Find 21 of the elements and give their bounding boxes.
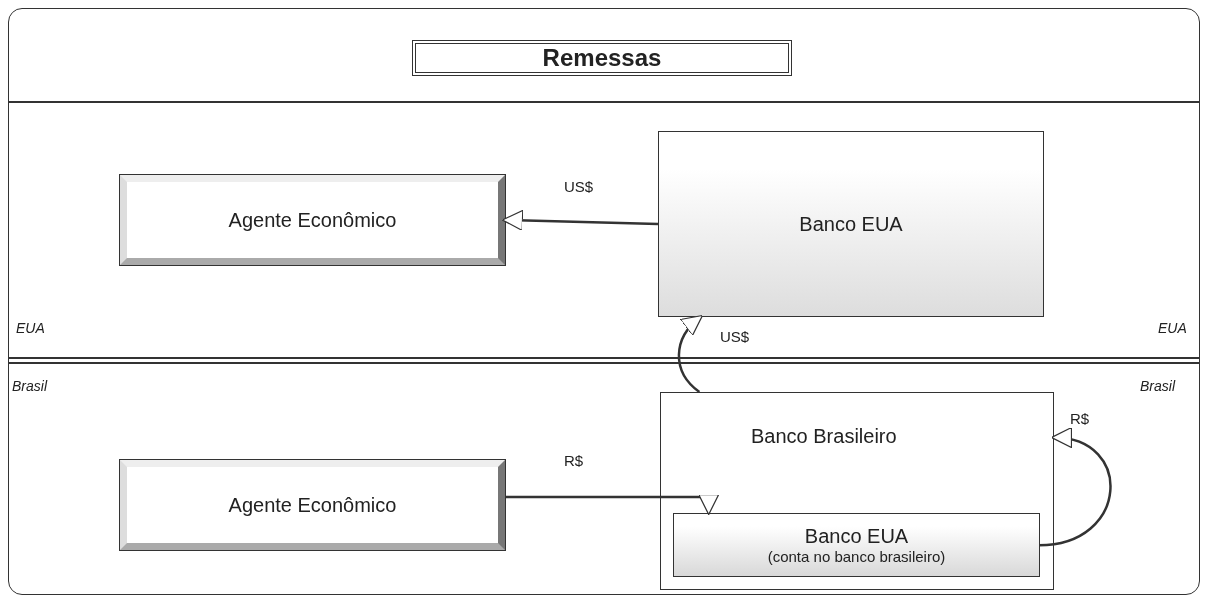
account-box — [673, 513, 1040, 577]
bank-box — [658, 131, 1044, 317]
node-label: Banco EUA — [804, 525, 909, 548]
region-label: Brasil — [12, 378, 47, 394]
node-label: Agente Econômico — [228, 208, 397, 232]
edge-label: US$ — [718, 328, 752, 345]
edge-label: R$ — [1068, 410, 1092, 427]
region-label: EUA — [1158, 320, 1187, 336]
arrow — [1038, 429, 1112, 547]
title: Remessas — [412, 40, 792, 76]
node-subtext: (conta no banco brasileiro) — [767, 548, 946, 565]
node-label: Agente Econômico — [228, 493, 397, 517]
node-label: Banco EUA — [799, 212, 903, 236]
edge-label: US$ — [562, 178, 596, 195]
agent-box — [120, 175, 505, 265]
region-label: EUA — [16, 320, 45, 336]
edge-label: R$ — [562, 452, 586, 469]
bank-box — [660, 392, 1054, 590]
region-label: Brasil — [1140, 378, 1175, 394]
agent-box — [120, 460, 505, 550]
node-label: Banco Brasileiro — [751, 425, 897, 448]
